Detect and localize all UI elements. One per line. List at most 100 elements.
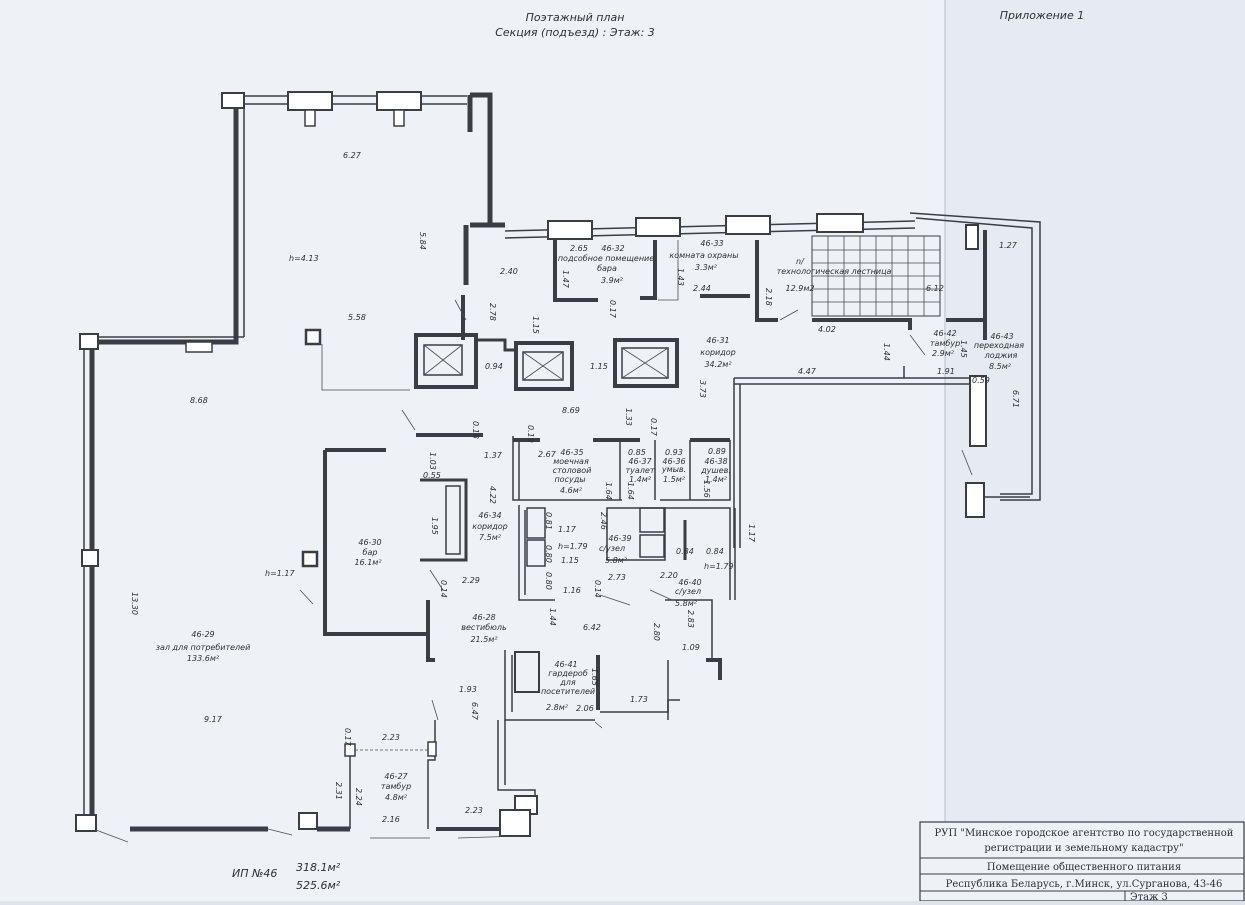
svg-text:46-41: 46-41	[554, 660, 577, 669]
svg-text:46-31: 46-31	[706, 336, 729, 345]
svg-text:комната охраны: комната охраны	[669, 251, 738, 260]
svg-text:посуды: посуды	[554, 475, 585, 484]
dimension: 1.33	[624, 408, 633, 426]
dimension: 1.56	[702, 480, 711, 498]
dimension: 2.23	[465, 806, 483, 815]
room-46-39: 46-39 с/узел 5.8м²	[599, 534, 632, 565]
svg-text:гардероб: гардероб	[548, 669, 588, 678]
dimension: 0.18	[471, 421, 480, 439]
area-total-2: 525.6м²	[296, 879, 341, 892]
svg-text:4.6м²: 4.6м²	[560, 486, 583, 495]
dimension: 13.30	[130, 592, 139, 615]
dimension: 1.95	[430, 517, 439, 535]
dimension: 2.16	[382, 815, 400, 824]
svg-text:лоджия: лоджия	[984, 351, 1018, 360]
dimension: 0.59	[972, 376, 990, 385]
svg-text:3.3м²: 3.3м²	[695, 263, 718, 272]
room-46-36: 46-36 умыв. 1.5м²	[661, 457, 686, 484]
dimension: 6.47	[470, 702, 479, 721]
svg-text:посетителей: посетителей	[541, 687, 595, 696]
svg-text:5.8м²: 5.8м²	[605, 556, 628, 565]
svg-text:технологическая лестница: технологическая лестница	[777, 267, 892, 276]
svg-text:с/узел: с/узел	[675, 587, 701, 596]
height-label: h=1.79	[558, 542, 588, 551]
dimension: 1.45	[959, 340, 968, 358]
svg-text:1.5м²: 1.5м²	[663, 475, 686, 484]
svg-text:16.1м²: 16.1м²	[354, 558, 382, 567]
room-46-29: 46-29 зал для потребителей 133.6м²	[156, 630, 251, 663]
room-labels: 46-32 подсобное помещение бара 3.9м² 46-…	[156, 239, 1025, 802]
window-pier	[287, 91, 333, 111]
svg-text:душев.: душев.	[700, 466, 731, 475]
dimension: 2.65	[570, 244, 588, 253]
svg-text:46-27: 46-27	[384, 772, 408, 781]
svg-text:46-38: 46-38	[704, 457, 727, 466]
dimension: 0.17	[649, 418, 658, 437]
svg-text:7.5м²: 7.5м²	[479, 533, 502, 542]
dimension: 0.14	[593, 580, 602, 598]
dimension: n/	[796, 257, 805, 266]
dimension: 2.78	[488, 303, 497, 321]
section-floor-label: Секция (подъезд) : Этаж: 3	[495, 26, 655, 39]
svg-text:34.2м²: 34.2м²	[704, 360, 732, 369]
svg-text:тамбур: тамбур	[930, 339, 960, 348]
dimension: 1.44	[548, 608, 557, 626]
stamp-address: Республика Беларусь, г.Минск, ул.Сургано…	[946, 879, 1223, 890]
svg-text:46-30: 46-30	[358, 538, 381, 547]
appendix-label: Приложение 1	[1000, 9, 1084, 22]
svg-text:2.9м²: 2.9м²	[932, 349, 955, 358]
room-46-31: 46-31 коридор 34.2м²	[700, 336, 736, 369]
dimension: 2.29	[462, 576, 480, 585]
stamp-object: Помещение общественного питания	[987, 862, 1181, 873]
dimension: 1.09	[682, 643, 700, 652]
room-46-35: 46-35 моечная столовой посуды 4.6м²	[553, 448, 592, 495]
room-46-30: 46-30 бар 16.1м²	[354, 538, 382, 567]
dimension: 5.58	[348, 313, 366, 322]
dimension: 0.93	[665, 448, 683, 457]
svg-text:46-40: 46-40	[678, 578, 701, 587]
dimension: 1.65	[590, 668, 599, 686]
dimension: 0.85	[628, 448, 646, 457]
room-46-37: 46-37 туалет 1.4м²	[626, 457, 655, 484]
dimension: 0.80	[544, 545, 553, 563]
dimension: 2.24	[354, 788, 363, 806]
area-total-1: 318.1м²	[296, 861, 341, 874]
svg-text:46-39: 46-39	[608, 534, 631, 543]
svg-text:коридор: коридор	[700, 348, 736, 357]
dimension: 0.89	[708, 447, 726, 456]
dimension: 1.37	[484, 451, 503, 460]
dimension: 4.47	[798, 367, 817, 376]
svg-text:4.8м²: 4.8м²	[385, 793, 408, 802]
dimension: 1.91	[937, 367, 955, 376]
dimension: 1.64	[626, 482, 635, 500]
room-46-28: 46-28 вестибюль 21.5м²	[461, 613, 507, 644]
dimension: 8.69	[562, 406, 580, 415]
dimension: 2.44	[693, 284, 711, 293]
dimension: 4.02	[818, 325, 836, 334]
room-46-43: 46-43 переходная лоджия 8.5м²	[974, 332, 1024, 371]
room-46-41: 46-41 гардероб для посетителей 2.8м²	[541, 660, 595, 712]
svg-text:тамбур: тамбур	[381, 782, 411, 791]
room-46-34: 46-34 коридор 7.5м²	[472, 511, 508, 542]
dimension: 5.84	[418, 232, 427, 250]
svg-text:2.8м²: 2.8м²	[546, 703, 569, 712]
dimension: 1.15	[531, 316, 540, 334]
room-46-33: 46-33 комната охраны 3.3м²	[669, 239, 738, 272]
dimension: 1.27	[999, 241, 1018, 250]
height-label: h=4.13	[289, 254, 319, 263]
dimension: 0.14	[439, 580, 448, 598]
stair	[811, 235, 941, 317]
room-stair: технологическая лестница 12.9м2	[777, 267, 892, 293]
dimension: 2.83	[686, 610, 695, 628]
column	[221, 92, 245, 109]
dimension: 2.06	[576, 704, 594, 713]
svg-text:21.5м²: 21.5м²	[470, 635, 498, 644]
svg-text:3.9м²: 3.9м²	[601, 276, 624, 285]
svg-text:46-43: 46-43	[990, 332, 1013, 341]
svg-text:переходная: переходная	[974, 341, 1024, 350]
dimension: 9.17	[204, 715, 223, 724]
dimension: 0.84	[676, 547, 694, 556]
svg-text:зал для потребителей: зал для потребителей	[156, 643, 251, 652]
paper-fold-right	[945, 0, 1245, 901]
